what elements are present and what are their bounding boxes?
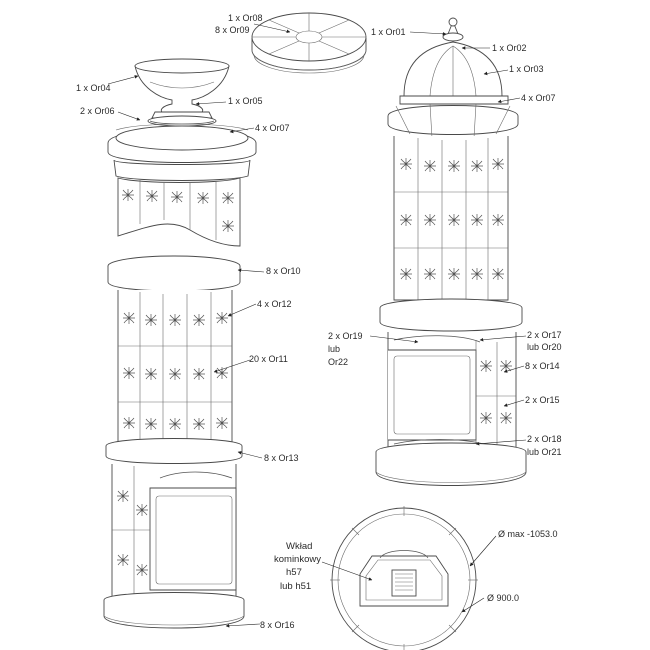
label-or02: 1 x Or02	[492, 43, 527, 53]
label-or01: 1 x Or01	[371, 27, 406, 37]
label-or15: 2 x Or15	[525, 395, 560, 405]
label-diameter-max: Ø max -1053.0	[498, 529, 558, 539]
label-or09: 8 x Or09	[215, 25, 250, 35]
label-or19-line1: 2 x Or19	[328, 331, 363, 341]
label-or04: 1 x Or04	[76, 83, 111, 93]
label-or10: 8 x Or10	[266, 266, 301, 276]
label-or16: 8 x Or16	[260, 620, 295, 630]
urn-ornament	[134, 58, 230, 127]
part-labels: 1 x Or08 8 x Or09 1 x Or01 1 x Or02 1 x …	[76, 13, 562, 630]
label-or18-line2: lub Or21	[527, 447, 562, 457]
label-or18-line1: 2 x Or18	[527, 434, 562, 444]
top-disc	[251, 12, 367, 74]
label-diameter-900: Ø 900.0	[487, 593, 519, 603]
label-or11: 20 x Or11	[249, 354, 288, 364]
leader-arrows	[107, 23, 527, 628]
label-or19-line3: Or22	[328, 357, 348, 367]
label-or13: 8 x Or13	[264, 453, 299, 463]
label-or07-right: 4 x Or07	[521, 93, 556, 103]
label-or19-line2: lub	[328, 344, 340, 354]
label-or07-left: 4 x Or07	[255, 123, 290, 133]
right-stove-assembled	[375, 17, 527, 486]
left-top-fragment	[107, 123, 257, 247]
label-or03: 1 x Or03	[509, 64, 544, 74]
label-or17-line2: lub Or20	[527, 342, 562, 352]
label-or05: 1 x Or05	[228, 96, 263, 106]
label-insert-line3: h57	[286, 567, 302, 578]
label-or17-line1: 2 x Or17	[527, 330, 562, 340]
label-or08: 1 x Or08	[228, 13, 263, 23]
label-or14: 8 x Or14	[525, 361, 560, 371]
left-stove-body	[103, 255, 245, 629]
label-insert-line4: lub h51	[280, 581, 311, 592]
label-insert-line1: Wkład	[286, 541, 312, 552]
plan-view	[330, 506, 478, 650]
label-insert-line2: kominkowy	[274, 554, 321, 565]
label-or06: 2 x Or06	[80, 106, 115, 116]
label-or12: 4 x Or12	[257, 299, 292, 309]
